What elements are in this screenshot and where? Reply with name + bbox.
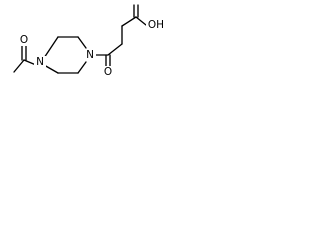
ring-nitrogen-right-label: N [86, 49, 94, 61]
label-bg-ring-nitrogen-right [84, 49, 96, 61]
bond-methyl-carbonyl [13, 59, 25, 73]
keto-oxygen-label: O [104, 66, 112, 78]
label-bg-hydroxyl [146, 19, 166, 31]
label-bg-acetyl-oxygen [18, 34, 30, 46]
chemical-structure: O N N O OH [13, 4, 166, 78]
bond-ring-c4-n1 [43, 36, 59, 59]
ring-nitrogen-left-label: N [36, 56, 44, 68]
structure-canvas: O N N O OH [0, 0, 169, 83]
bond-acid-oh [135, 16, 147, 26]
bond-ring-n1-c1 [43, 64, 59, 74]
acetyl-oxygen-label: O [20, 34, 28, 46]
bond-ch2-cooh [121, 16, 137, 27]
hydroxyl-label: OH [148, 19, 164, 31]
label-bg-keto-oxygen [102, 66, 114, 78]
label-bg-ring-nitrogen-left [34, 56, 46, 68]
bond-ring-c2-n2 [77, 61, 87, 74]
bond-carbonyl-ch2-a [107, 43, 123, 56]
bond-ring-n2-c3 [77, 36, 87, 49]
